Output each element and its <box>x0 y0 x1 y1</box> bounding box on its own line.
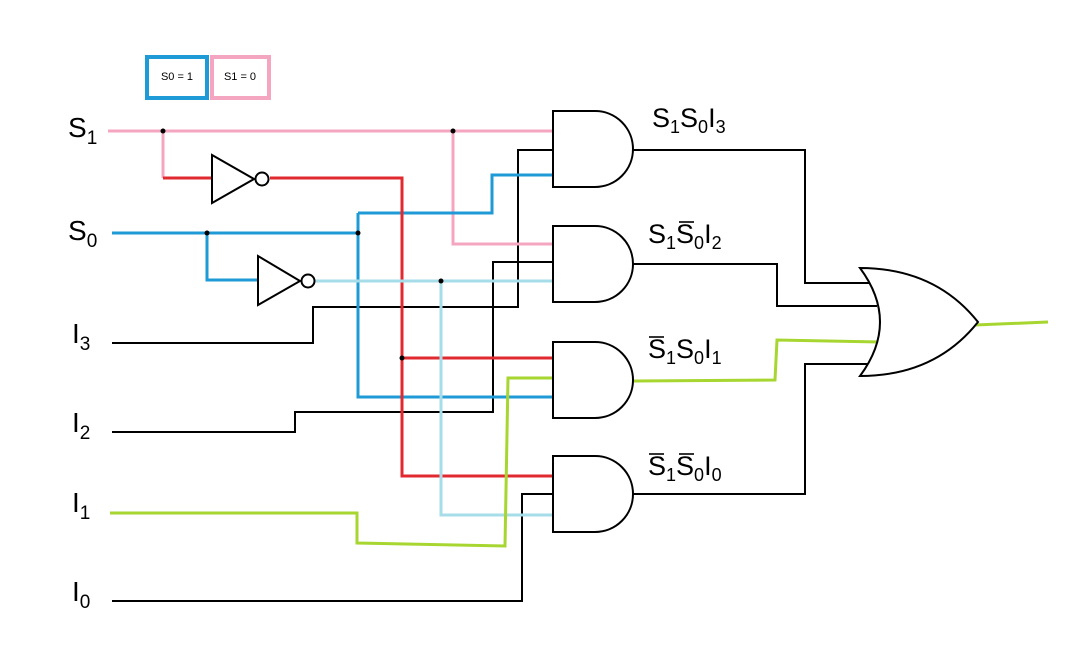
wire-not-s1-to-and0 <box>270 176 553 478</box>
junction-not-s0 <box>438 278 444 284</box>
legend-label-s1: S1 = 0 <box>224 71 256 83</box>
junction-s1-b <box>450 128 456 134</box>
wire-i0 <box>112 493 553 602</box>
not-s0-triangle <box>257 254 302 307</box>
s1-wires <box>108 129 553 246</box>
and-gate-1 <box>552 341 634 419</box>
not-s1-triangle <box>211 153 257 205</box>
wire-not-s0-to-and0 <box>439 281 553 517</box>
not-s1-wires <box>163 176 553 478</box>
wire-and3-or <box>632 149 875 284</box>
input-label-i1: I1 <box>72 487 90 524</box>
not-s1-bubble <box>254 171 270 187</box>
wire-i3 <box>112 149 553 344</box>
and-gate-0 <box>552 455 634 533</box>
input-labels: S1 S0 I3 I2 I1 I0 <box>68 112 97 613</box>
and-gate-3 <box>552 110 634 188</box>
wire-s0-to-not <box>205 233 258 282</box>
wire-output <box>974 320 1049 327</box>
not-gate-s0 <box>257 254 316 307</box>
label-and2: S1S0I2 <box>648 219 722 253</box>
junction-s0 <box>204 230 210 236</box>
legend-box-s0 <box>145 55 209 100</box>
not-s0-bubble <box>300 273 316 289</box>
not-gate-s1 <box>211 153 270 205</box>
input-label-s0: S0 <box>68 215 97 252</box>
junction-s1 <box>160 128 166 134</box>
wire-s0-to-and3 <box>358 173 553 215</box>
i1-wires <box>110 320 1049 548</box>
junctions <box>160 128 456 361</box>
junction-s0-b <box>355 230 361 236</box>
wire-s1-to-and2 <box>451 131 553 246</box>
s0-wires <box>112 173 553 399</box>
legend: S0 = 1 S1 = 0 <box>145 55 271 100</box>
wire-and0-or <box>632 363 875 495</box>
and-output-labels: S1S0I3 S1S0I2 S1S0I1 S1S0I0 <box>648 103 726 485</box>
label-and0: S1S0I0 <box>648 451 722 485</box>
label-and3: S1S0I3 <box>652 103 726 137</box>
input-label-s1: S1 <box>68 112 97 149</box>
wire-i1 <box>110 376 553 548</box>
wire-and2-or <box>632 263 877 307</box>
legend-box-s1 <box>210 55 271 100</box>
and-gate-2 <box>552 225 634 303</box>
input-label-i0: I0 <box>72 576 90 613</box>
black-wires <box>112 149 877 602</box>
wire-s0-to-and1 <box>356 213 553 399</box>
input-label-i3: I3 <box>72 318 90 355</box>
input-label-i2: I2 <box>72 407 90 444</box>
not-s0-wires <box>315 279 553 517</box>
label-and1: S1S0I1 <box>648 334 722 368</box>
wire-i2 <box>112 261 553 433</box>
junction-not-s1 <box>399 355 405 361</box>
or-gate <box>858 266 980 378</box>
legend-label-s0: S0 = 1 <box>161 71 193 83</box>
wire-and1-or <box>631 338 881 383</box>
